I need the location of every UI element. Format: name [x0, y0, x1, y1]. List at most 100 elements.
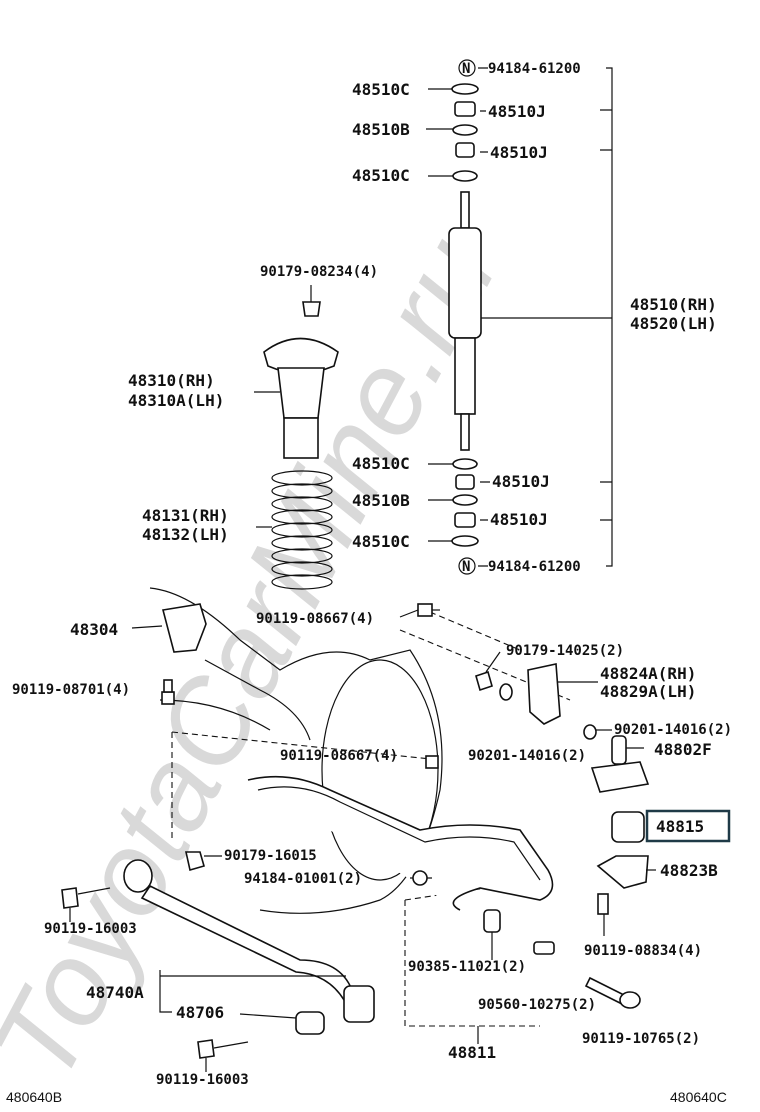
bolt-90119-16003-bottom-head	[197, 1039, 215, 1059]
bolt-90119-16003-top-shank	[77, 887, 111, 895]
coil-turn	[271, 535, 333, 551]
shock-rod-bottom-shape	[460, 413, 470, 451]
bolt-90119-08667-mid-shape	[425, 755, 439, 769]
coil-turn	[271, 470, 333, 486]
frame-outline	[149, 587, 443, 914]
coil-turn	[271, 561, 333, 577]
label-48811: 48811	[448, 1043, 496, 1062]
label-48520-lh: 48520(LH)	[630, 314, 717, 333]
washer-90201-left-shape	[499, 683, 513, 701]
bracket-48304-shape	[162, 603, 207, 653]
label-48510b-1: 48510B	[352, 120, 410, 139]
frame-group	[131, 587, 656, 1027]
pin-90560-shape	[533, 941, 555, 955]
label-48131-rh: 48131(RH)	[142, 506, 229, 525]
washer-48510c-top-shape	[451, 83, 479, 95]
coil-turn	[271, 548, 333, 564]
washer-90201-right-shape	[583, 724, 597, 740]
label-48802f: 48802F	[654, 740, 712, 759]
nut-14025-leader	[485, 651, 501, 673]
retainer-48510b-top-shape	[452, 124, 478, 136]
washer-48510c-bottom2-shape	[451, 535, 479, 547]
label-n-bottom: N	[462, 559, 470, 575]
shock-lower-body-shape	[454, 337, 476, 415]
label-90119-16003-b: 90119-16003	[156, 1072, 249, 1088]
bushing-48510j-top2-shape	[455, 142, 475, 158]
label-94184-61200-bottom: 94184-61200	[488, 559, 581, 575]
coil-turn	[271, 496, 333, 512]
bracket-48304-leader	[131, 625, 163, 629]
bolt-90119-16003-bottom-shank	[213, 1041, 249, 1049]
lateral-rod-shape	[140, 884, 353, 1002]
label-90560-10275: 90560-10275(2)	[478, 997, 596, 1013]
label-48304: 48304	[70, 620, 118, 639]
label-48510j-4: 48510J	[490, 510, 548, 529]
link-48802f-base	[590, 761, 650, 793]
nut-90119-10765-shape	[619, 991, 641, 1009]
label-90119-08667-a: 90119-08667(4)	[256, 611, 374, 627]
label-90119-08834: 90119-08834(4)	[584, 943, 702, 959]
n-circle-top	[458, 59, 476, 77]
label-48310-rh: 48310(RH)	[128, 371, 215, 390]
labels: N 94184-61200 48510C 48510J 48510B 48510…	[6, 59, 732, 1105]
corner-code-left: 480640B	[6, 1089, 62, 1105]
label-94184-01001: 94184-01001(2)	[244, 871, 362, 887]
label-48510c-3: 48510C	[352, 454, 410, 473]
stabilizer-group	[185, 775, 641, 1044]
shock-rod-top-shape	[460, 191, 470, 229]
lateral-rod-end-left	[123, 859, 153, 893]
shock-absorber-group	[426, 67, 613, 567]
label-90179-16015: 90179-16015	[224, 848, 317, 864]
bump-stopper-lower-shape	[283, 417, 319, 459]
bolt-90119-08701-shape	[161, 691, 175, 705]
shock-bracket-line	[480, 67, 613, 567]
bushing-90385-shape	[483, 909, 501, 933]
bracket-48824a-shape	[527, 663, 561, 725]
bolt-90119-08701-shank	[163, 679, 173, 693]
nut-90179-16015-shape	[185, 851, 205, 872]
coil-turn	[271, 522, 333, 538]
nut-90179-08234-shape	[302, 301, 321, 317]
corner-code-right: 480640C	[670, 1089, 727, 1105]
spring-group	[254, 285, 339, 590]
label-48823b: 48823B	[660, 861, 718, 880]
shock-body-shape	[448, 227, 482, 339]
label-48815: 48815	[656, 817, 704, 836]
label-48510j-3: 48510J	[492, 472, 550, 491]
label-48510b-2: 48510B	[352, 491, 410, 510]
bushing-48510j-bottom2-shape	[454, 512, 476, 528]
bracket-48823b-shape	[596, 855, 649, 889]
label-48310a-lh: 48310A(LH)	[128, 391, 224, 410]
label-n-top: N	[462, 61, 470, 77]
label-90385-11021: 90385-11021(2)	[408, 959, 526, 975]
nut-90179-14025-shape	[475, 670, 493, 692]
bushing-48706-shape	[295, 1011, 325, 1035]
bushing-48510j-top-shape	[454, 101, 476, 117]
bump-stopper-body-shape	[277, 367, 325, 419]
label-48740a: 48740A	[86, 983, 144, 1002]
label-48824a-rh: 48824A(RH)	[600, 664, 696, 683]
lateral-rod-group	[61, 859, 375, 1072]
stabilizer-bar-shape	[247, 775, 554, 911]
frame-dashed-lines	[171, 611, 571, 1027]
label-94184-61200-top: 94184-61200	[488, 61, 581, 77]
lateral-rod-bracket-line	[159, 970, 346, 1013]
label-48510-rh: 48510(RH)	[630, 295, 717, 314]
bushing-48510j-bottom-shape	[455, 474, 475, 490]
label-48510j-2: 48510J	[490, 143, 548, 162]
bolt-90119-16003-top-head	[61, 887, 79, 909]
label-48706: 48706	[176, 1003, 224, 1022]
label-90201-14016-right: 90201-14016(2)	[614, 722, 732, 738]
stabilizer-bar-inner	[257, 786, 541, 881]
label-48510j-1: 48510J	[488, 102, 546, 121]
frame-cutout	[321, 659, 439, 881]
washer-48510c-top2-shape	[452, 170, 478, 182]
bolt-top-leader	[399, 609, 419, 618]
label-48510c-4: 48510C	[352, 532, 410, 551]
label-90179-08234: 90179-08234(4)	[260, 264, 378, 280]
shock-leader-lines	[426, 67, 490, 567]
label-48132-lh: 48132(LH)	[142, 525, 229, 544]
lateral-rod-end-right	[343, 985, 375, 1023]
link-48802f-body	[611, 735, 627, 765]
coil-turn	[271, 574, 333, 590]
